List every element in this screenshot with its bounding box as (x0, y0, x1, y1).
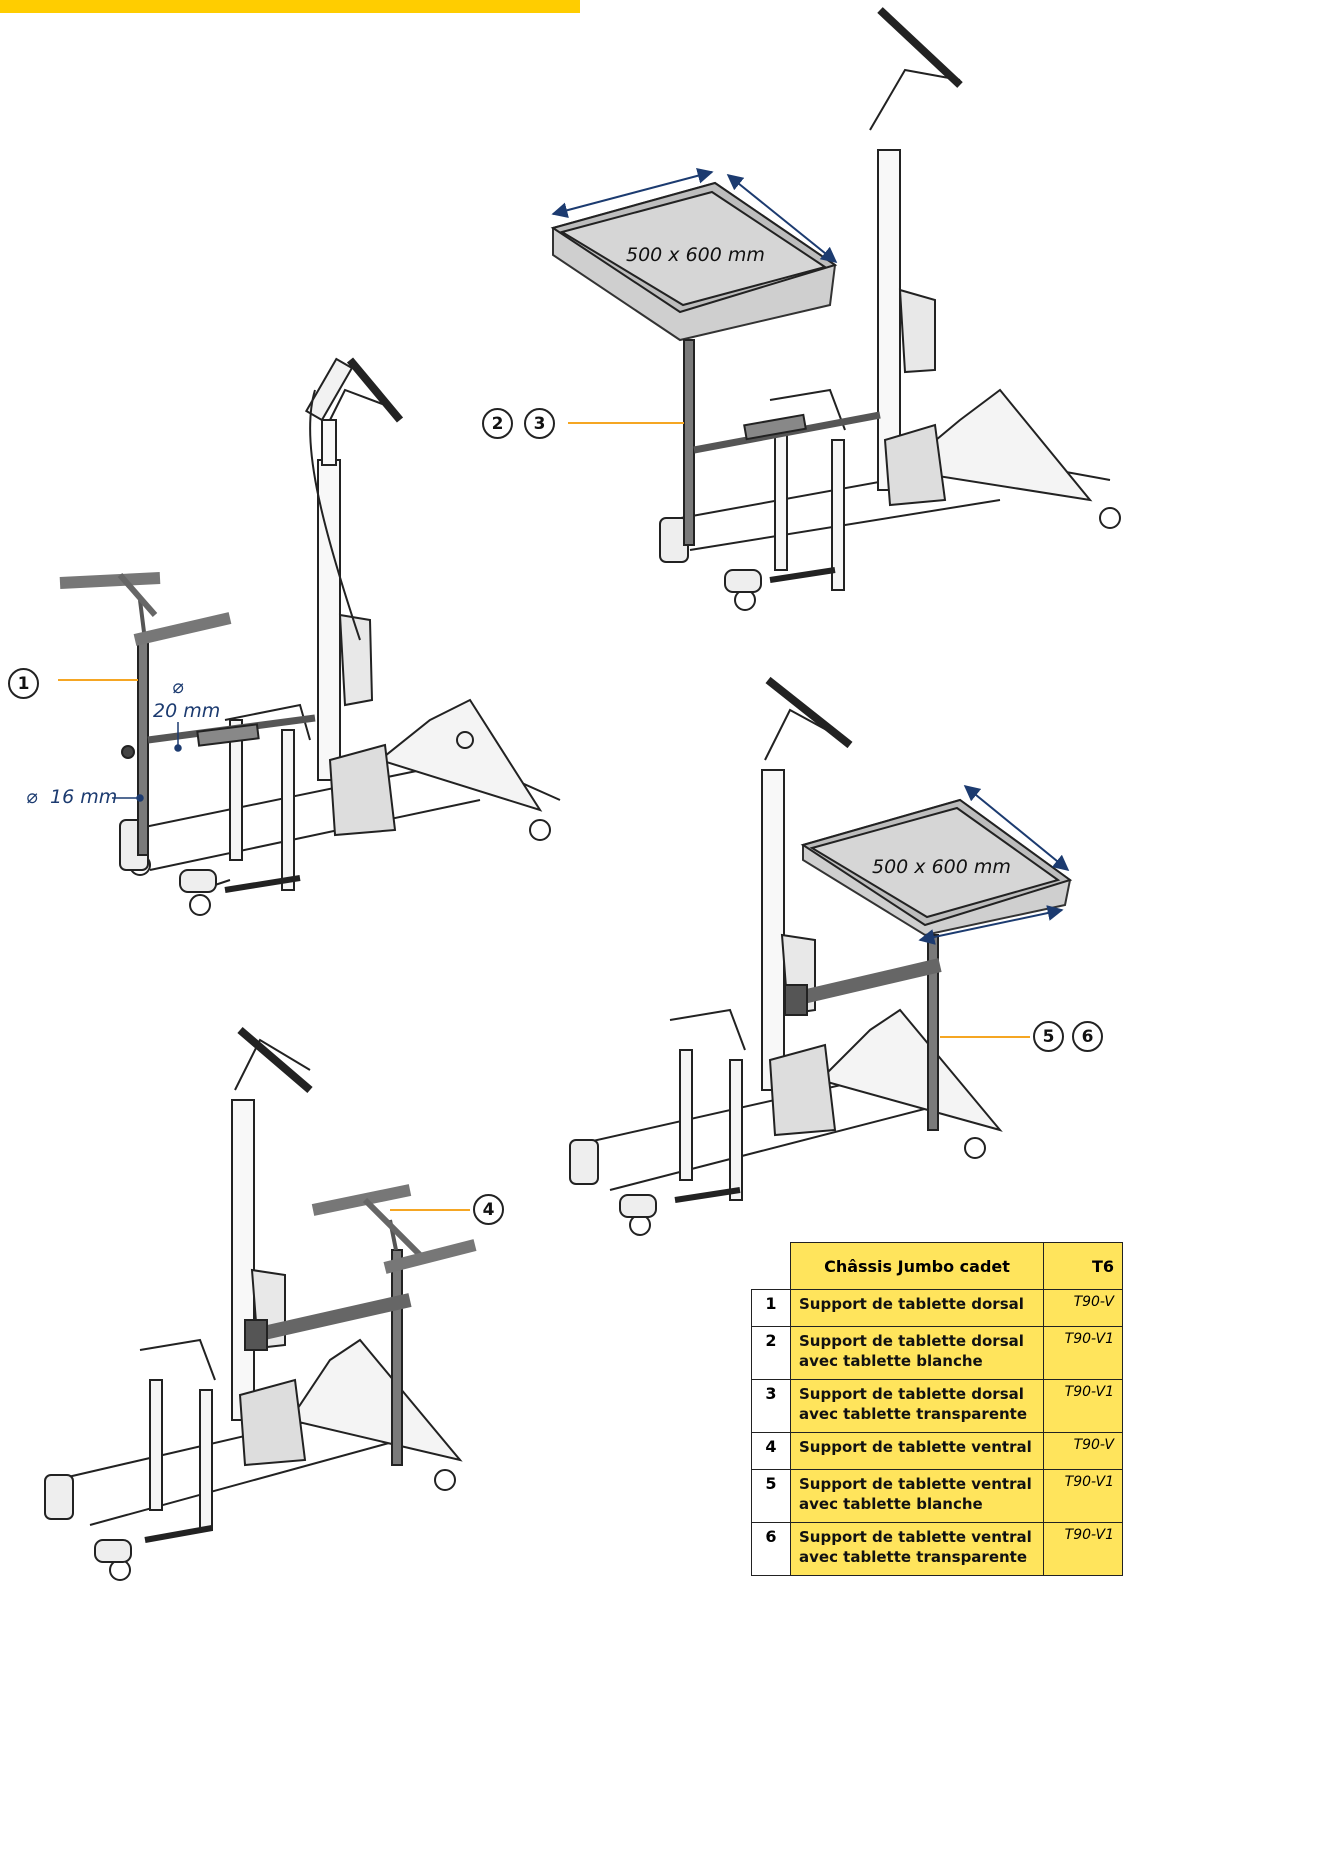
row-name: Support de tablette ventral avec tablett… (790, 1522, 1044, 1576)
callout-5: 5 (1033, 1021, 1064, 1052)
table-header-name: Châssis Jumbo cadet (790, 1242, 1044, 1290)
row-ref: T90-V1 (1043, 1522, 1123, 1576)
figure-ventral-tray (569, 676, 1073, 1236)
table-row: 4 Support de tablette ventral T90-V (751, 1432, 1123, 1470)
row-ref: T90-V1 (1043, 1379, 1123, 1433)
header-accent-bar (0, 0, 580, 13)
row-number: 3 (751, 1379, 791, 1433)
row-number: 1 (751, 1289, 791, 1327)
row-name: Support de tablette dorsal (790, 1289, 1044, 1327)
row-number: 5 (751, 1469, 791, 1523)
row-name: Support de tablette dorsal avec tablette… (790, 1326, 1044, 1380)
table-row: 2 Support de tablette dorsal avec tablet… (751, 1326, 1123, 1380)
callout-4: 4 (473, 1194, 504, 1225)
callout-1: 1 (8, 668, 39, 699)
diameter-symbol-rod: ⌀ (26, 786, 38, 808)
parts-table: Châssis Jumbo cadet T6 1 Support de tabl… (751, 1242, 1123, 1576)
row-number: 4 (751, 1432, 791, 1470)
tray-dimension-top: 500 x 600 mm (626, 244, 765, 266)
diameter-leaders (112, 722, 182, 802)
table-row: 3 Support de tablette dorsal avec tablet… (751, 1379, 1123, 1433)
row-name: Support de tablette ventral (790, 1432, 1044, 1470)
table-header-row: Châssis Jumbo cadet T6 (751, 1242, 1123, 1290)
tray-dimension-middle: 500 x 600 mm (872, 856, 1011, 878)
figure-ventral-support (44, 1026, 477, 1581)
row-ref: T90-V (1043, 1432, 1123, 1470)
table-corner (751, 1242, 791, 1290)
table-row: 1 Support de tablette dorsal T90-V (751, 1289, 1123, 1327)
figure-dorsal-tray (550, 7, 1121, 611)
callout-6: 6 (1072, 1021, 1103, 1052)
row-number: 2 (751, 1326, 791, 1380)
row-number: 6 (751, 1522, 791, 1576)
row-ref: T90-V (1043, 1289, 1123, 1327)
rod-diameter-label: 16 mm (50, 786, 118, 808)
callout-3: 3 (524, 408, 555, 439)
leader-lines (58, 422, 1030, 1211)
row-name: Support de tablette ventral avec tablett… (790, 1469, 1044, 1523)
figure-dorsal-support (59, 357, 561, 916)
row-ref: T90-V1 (1043, 1469, 1123, 1523)
row-ref: T90-V1 (1043, 1326, 1123, 1380)
row-name: Support de tablette dorsal avec tablette… (790, 1379, 1044, 1433)
bar-diameter-label: 20 mm (153, 700, 221, 722)
table-header-ref: T6 (1043, 1242, 1123, 1290)
diameter-symbol-bar: ⌀ (172, 676, 184, 698)
callout-2: 2 (482, 408, 513, 439)
table-row: 6 Support de tablette ventral avec table… (751, 1522, 1123, 1576)
table-row: 5 Support de tablette ventral avec table… (751, 1469, 1123, 1523)
